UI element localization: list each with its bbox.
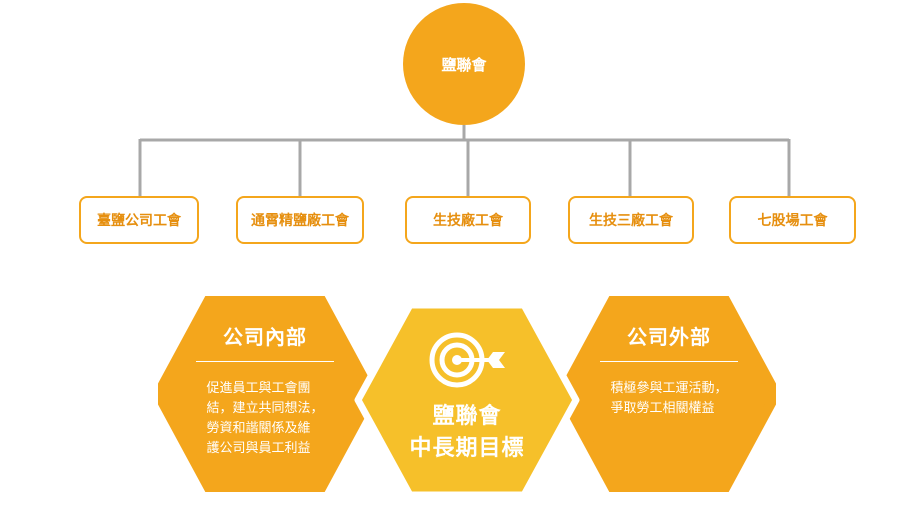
center-title-line1: 鹽聯會: [432, 404, 502, 429]
unit-box-taiyen-union: 臺鹽公司工會: [79, 196, 199, 244]
center-title-line2: 中長期目標: [409, 436, 525, 461]
external-title: 公司外部: [627, 325, 711, 349]
external-divider: [600, 361, 738, 362]
external-line: 爭取勞工相關權益: [610, 401, 715, 416]
internal-title: 公司內部: [223, 325, 307, 349]
unit-box-biotech-plant-union: 生技廠工會: [405, 196, 531, 244]
internal-line: 勞資和諧關係及維: [206, 421, 311, 436]
center-goal-hexagon: 鹽聯會 中長期目標: [354, 301, 580, 499]
root-node-circle: 鹽聯會: [403, 3, 525, 125]
external-line: 積極參與工運活動，: [610, 381, 728, 396]
unit-box-qigu-union: 七股場工會: [729, 196, 856, 244]
internal-line: 護公司與員工利益: [206, 441, 311, 456]
unit-box-tongxiao-union: 通霄精鹽廠工會: [236, 196, 364, 244]
internal-hexagon: 公司內部 促進員工與工會團 結，建立共同想法， 勞資和諧關係及維 護公司與員工利…: [158, 296, 372, 492]
unit-label: 生技廠工會: [433, 213, 503, 229]
unit-label: 臺鹽公司工會: [97, 213, 181, 229]
external-hexagon: 公司外部 積極參與工運活動， 爭取勞工相關權益: [562, 296, 776, 492]
unit-box-biotech-plant3-union: 生技三廠工會: [568, 196, 694, 244]
internal-line: 促進員工與工會團: [206, 381, 311, 396]
internal-description: 促進員工與工會團 結，建立共同想法， 勞資和諧關係及維 護公司與員工利益: [206, 379, 323, 459]
unit-label: 生技三廠工會: [589, 213, 673, 229]
root-node-label: 鹽聯會: [441, 55, 487, 74]
target-icon: [429, 332, 505, 388]
unit-label: 通霄精鹽廠工會: [251, 213, 349, 229]
internal-line: 結，建立共同想法，: [206, 401, 324, 416]
unit-label: 七股場工會: [757, 213, 828, 229]
internal-divider: [196, 361, 334, 362]
external-description: 積極參與工運活動， 爭取勞工相關權益: [610, 379, 727, 419]
